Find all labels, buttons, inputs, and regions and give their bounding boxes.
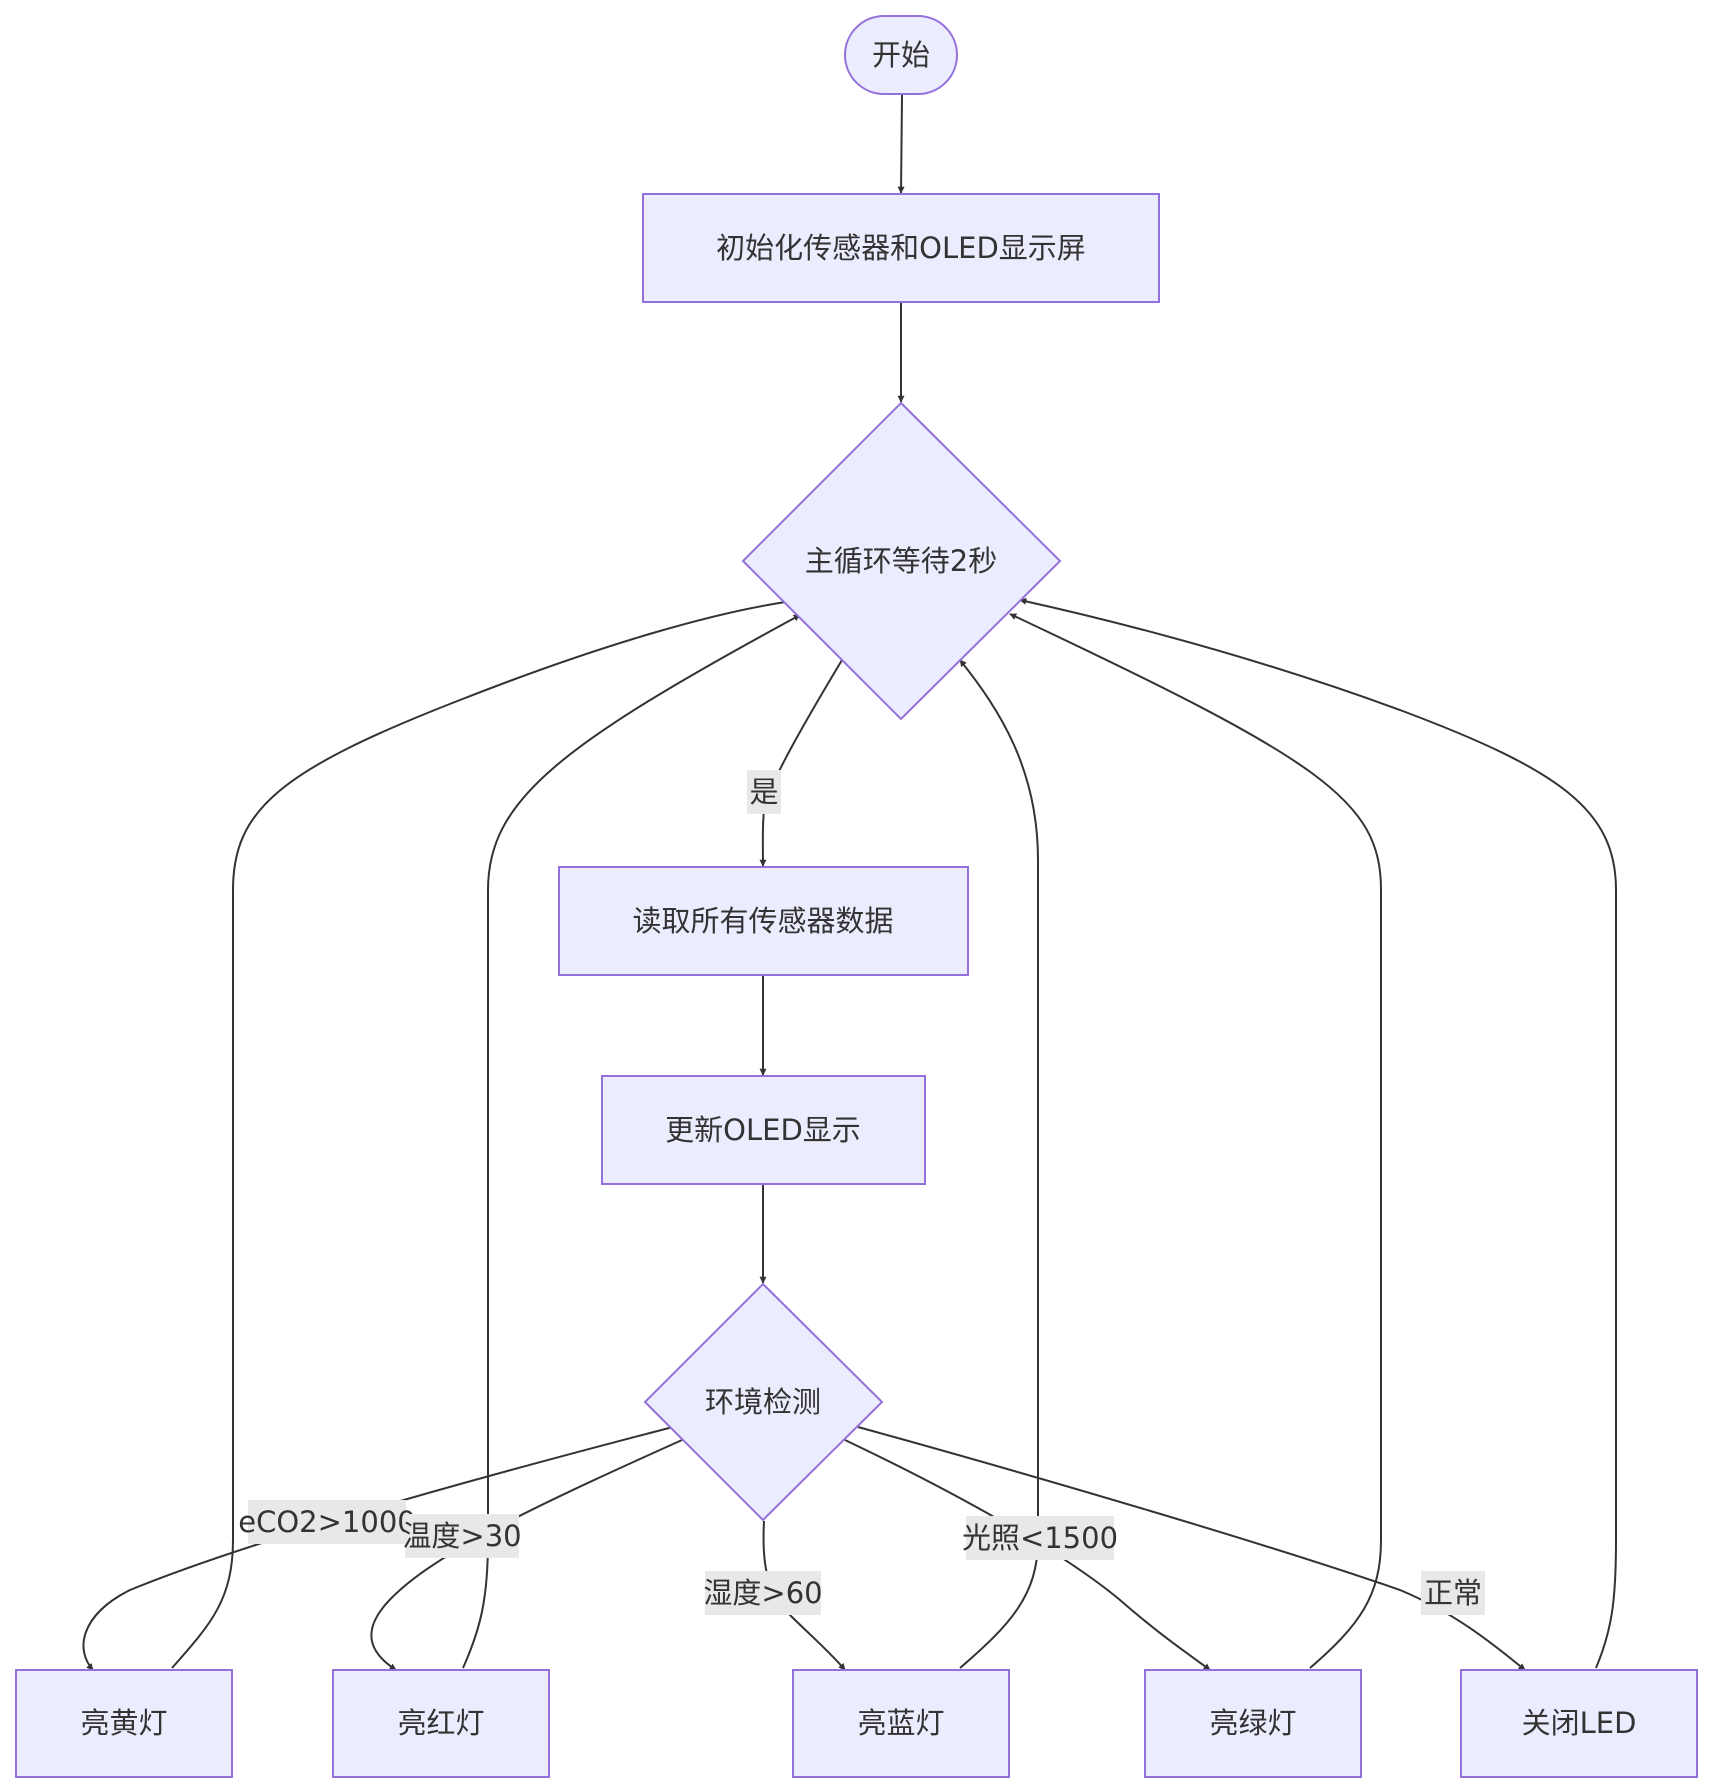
node-blue-led-label: 亮蓝灯 [857, 1706, 944, 1740]
edge-env-red [370, 1439, 683, 1671]
edge-label-temp: 温度>30 [402, 1519, 521, 1553]
node-blue-led: 亮蓝灯 [792, 1669, 1010, 1778]
edge-label-normal: 正常 [1424, 1576, 1482, 1610]
edge-loop-read [759, 659, 843, 867]
edge-label-light: 光照<1500 [962, 1521, 1118, 1555]
node-red-led: 亮红灯 [332, 1669, 550, 1778]
node-update-display: 更新OLED显示 [601, 1075, 926, 1185]
edge-blue-loop [959, 659, 1039, 1669]
node-update-display-label: 更新OLED显示 [665, 1113, 861, 1147]
node-env-check: 环境检测 [643, 1282, 884, 1522]
node-read-sensors: 读取所有传感器数据 [558, 866, 969, 976]
nodes: 开始 初始化传感器和OLED显示屏 主循环等待2秒 读取所有传感器数据 更新OL… [15, 15, 1698, 1778]
edge-green-loop [1009, 613, 1382, 1669]
edge-env-off [857, 1426, 1526, 1671]
node-read-sensors-label: 读取所有传感器数据 [632, 904, 893, 938]
edges [82, 94, 1617, 1671]
node-led-off-label: 关闭LED [1522, 1706, 1637, 1740]
edge-yellow-loop [171, 597, 801, 1669]
node-yellow-led-label: 亮黄灯 [80, 1706, 167, 1740]
node-init-label: 初始化传感器和OLED显示屏 [716, 231, 1086, 265]
node-init: 初始化传感器和OLED显示屏 [642, 193, 1160, 303]
edge-label-eco2: eCO2>1000 [238, 1505, 415, 1539]
node-start: 开始 [844, 15, 958, 95]
edge-labels: 是 eCO2>1000 温度>30 湿度>60 光照<1500 正常 [238, 770, 1485, 1615]
edge-red-loop [462, 614, 801, 1669]
edge-env-green [844, 1439, 1211, 1671]
edge-label-yes: 是 [749, 775, 778, 809]
edge-env-yellow [82, 1426, 674, 1671]
node-main-loop-label: 主循环等待2秒 [805, 544, 997, 578]
node-green-led-label: 亮绿灯 [1209, 1706, 1296, 1740]
node-main-loop: 主循环等待2秒 [741, 401, 1062, 721]
node-env-check-label: 环境检测 [705, 1385, 821, 1419]
node-led-off: 关闭LED [1460, 1669, 1698, 1778]
node-red-led-label: 亮红灯 [397, 1706, 484, 1740]
edge-off-loop [1019, 597, 1617, 1669]
node-yellow-led: 亮黄灯 [15, 1669, 233, 1778]
node-green-led: 亮绿灯 [1144, 1669, 1362, 1778]
edge-start-init [897, 94, 905, 194]
edge-label-humidity: 湿度>60 [703, 1576, 822, 1610]
node-start-label: 开始 [872, 38, 930, 72]
